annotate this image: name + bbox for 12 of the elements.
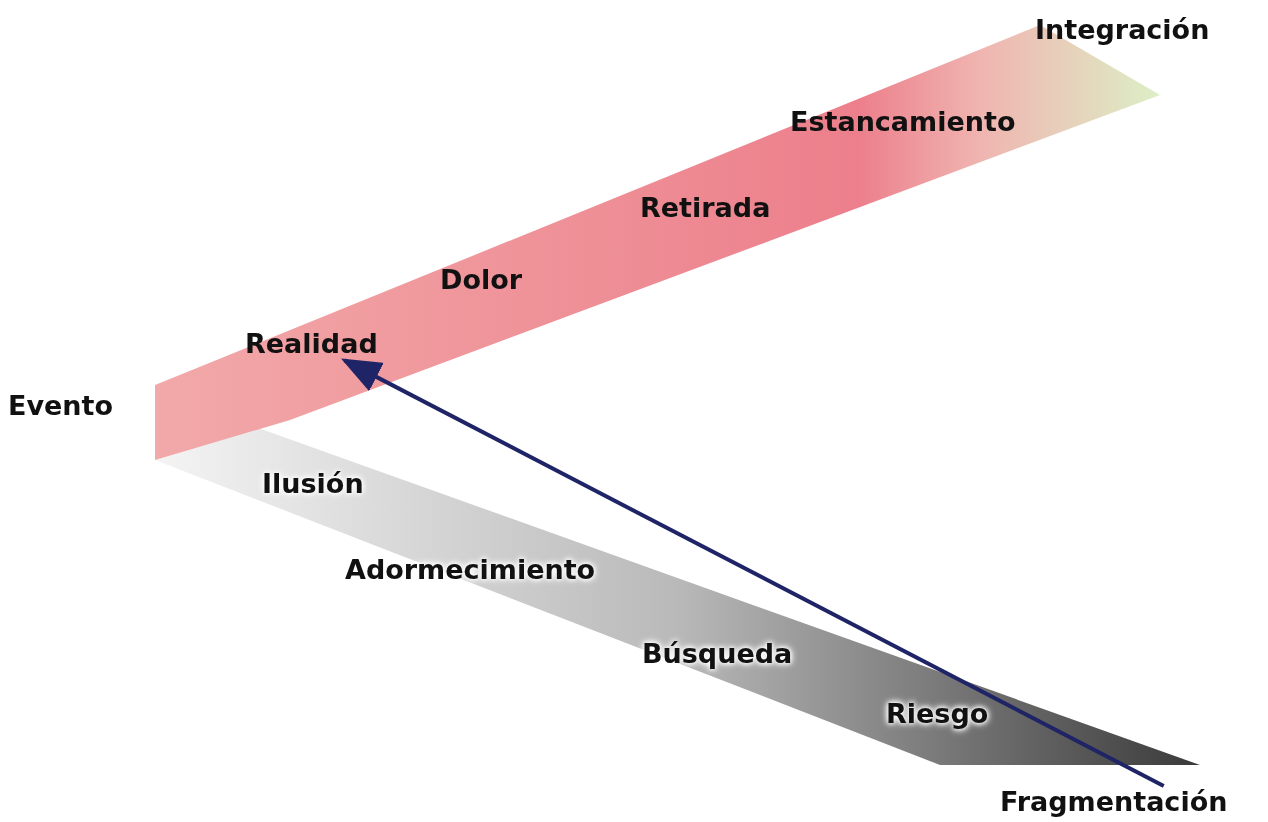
stage-label: Evento — [8, 390, 114, 423]
stage-label: Dolor — [440, 264, 523, 297]
stage-label: Riesgo — [886, 698, 989, 731]
stage-label: Retirada — [640, 192, 771, 225]
stage-label: Ilusión — [262, 468, 364, 501]
stage-label: Estancamiento — [790, 106, 1016, 139]
stage-label: Adormecimiento — [345, 554, 596, 587]
stage-label: Integración — [1035, 14, 1210, 47]
stage-label: Fragmentación — [1000, 786, 1228, 819]
stage-label: Búsqueda — [642, 638, 793, 671]
stage-label: Realidad — [245, 328, 378, 361]
arrow — [341, 358, 1165, 788]
